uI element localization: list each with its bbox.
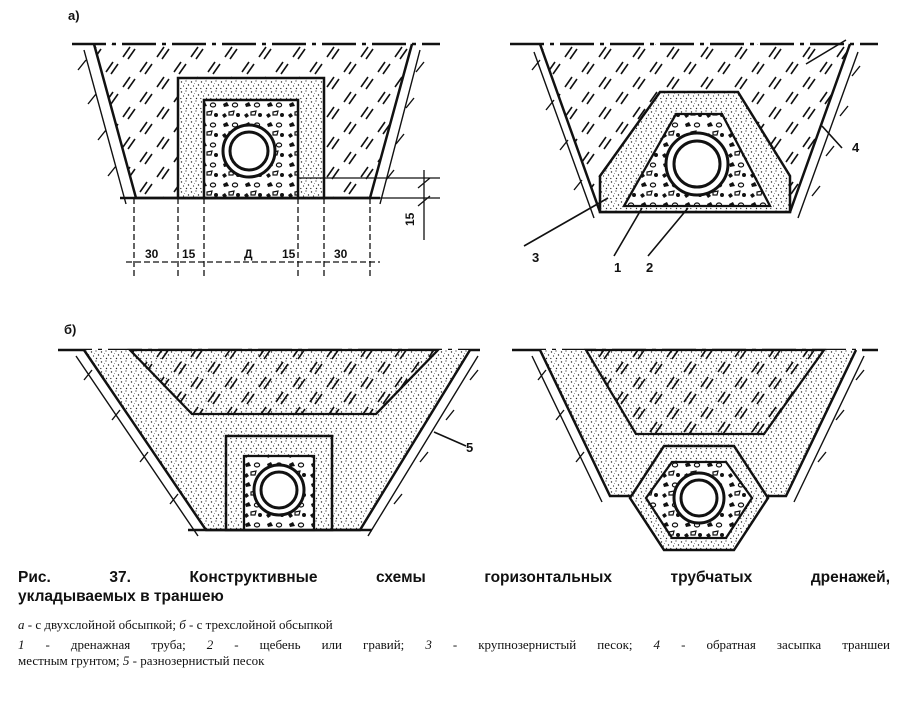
caption-title: Рис. 37. Конструктивные схемы горизонтал… — [18, 568, 890, 606]
drain-pipe-inner — [259, 470, 299, 510]
legend-text-3: - крупнозернистый песок; — [431, 637, 654, 652]
dim-30-right: 30 — [334, 247, 348, 261]
callout-4: 4 — [852, 140, 860, 155]
legend-key-4: 4 — [653, 637, 661, 652]
ground-hatch — [531, 355, 865, 503]
legend-text-2: - щебень или гравий; — [213, 637, 426, 652]
ground-hatch — [77, 49, 425, 205]
diagram-a-right: 3 1 2 4 — [510, 39, 878, 275]
figure-caption: Рис. 37. Конструктивные схемы горизонтал… — [18, 568, 890, 669]
legend-line-2: местным грунтом; 5 - разнозернистый песо… — [18, 653, 264, 668]
backfill-soil — [583, 348, 827, 436]
dimension-lines-bottom — [126, 198, 380, 276]
dim-15-side: 15 — [403, 212, 417, 226]
legend-key-1: 1 — [18, 637, 25, 652]
drainage-figure: а) 30 15 Д 15 30 15 3 1 2 4 б) — [58, 8, 878, 552]
diagram-b-left: б) 5 — [58, 322, 480, 537]
drain-pipe-inner — [679, 478, 719, 518]
drain-pipe-inner — [228, 130, 270, 172]
dim-15-right: 15 — [282, 247, 296, 261]
diagram-b-right — [512, 348, 878, 552]
caption-legend: 1 - дренажная труба; 2 - щебень или грав… — [18, 637, 890, 669]
backfill-soil — [127, 348, 441, 416]
diagram-a-left: а) 30 15 Д 15 30 15 — [68, 8, 440, 276]
drain-pipe-inner — [672, 139, 722, 189]
sub-text-b: - с трехслойной обсыпкой — [185, 617, 333, 632]
legend-key-2: 2 — [206, 637, 214, 652]
legend-text-4: - обратная засыпка траншеи — [660, 637, 891, 652]
ground-hatch — [531, 51, 861, 219]
legend-text-5: - разнозернистый песок — [129, 653, 265, 668]
dimension-lines-side — [298, 170, 440, 240]
caption-title-line-1: Рис. 37. Конструктивные схемы горизонтал… — [18, 569, 890, 586]
panel-b-label: б) — [64, 322, 76, 337]
callout-leader-5 — [433, 431, 467, 447]
panel-a-label: а) — [68, 8, 80, 23]
callout-1: 1 — [614, 260, 621, 275]
callout-2: 2 — [646, 260, 653, 275]
callout-3: 3 — [532, 250, 539, 265]
ground-hatch — [75, 355, 479, 537]
legend-line-1: 1 - дренажная труба; 2 - щебень или грав… — [18, 637, 890, 653]
callout-5: 5 — [466, 440, 473, 455]
caption-subcaption: а - с двухслойной обсыпкой; б - с трехсл… — [18, 616, 890, 633]
caption-title-line-2: укладываемых в траншею — [18, 588, 224, 605]
legend-key-5: 5 — [122, 653, 130, 668]
sub-key-b: б — [179, 617, 186, 632]
dim-30-left: 30 — [145, 247, 159, 261]
legend-text-1: - дренажная труба; — [24, 637, 207, 652]
legend-key-3: 3 — [425, 637, 432, 652]
dim-d: Д — [244, 247, 253, 261]
callout-leaders — [523, 39, 847, 257]
legend-text-4b: местным грунтом; — [18, 653, 123, 668]
dim-15-left: 15 — [182, 247, 196, 261]
sub-key-a: а — [18, 617, 25, 632]
sub-text-a: - с двухслойной обсыпкой; — [24, 617, 180, 632]
